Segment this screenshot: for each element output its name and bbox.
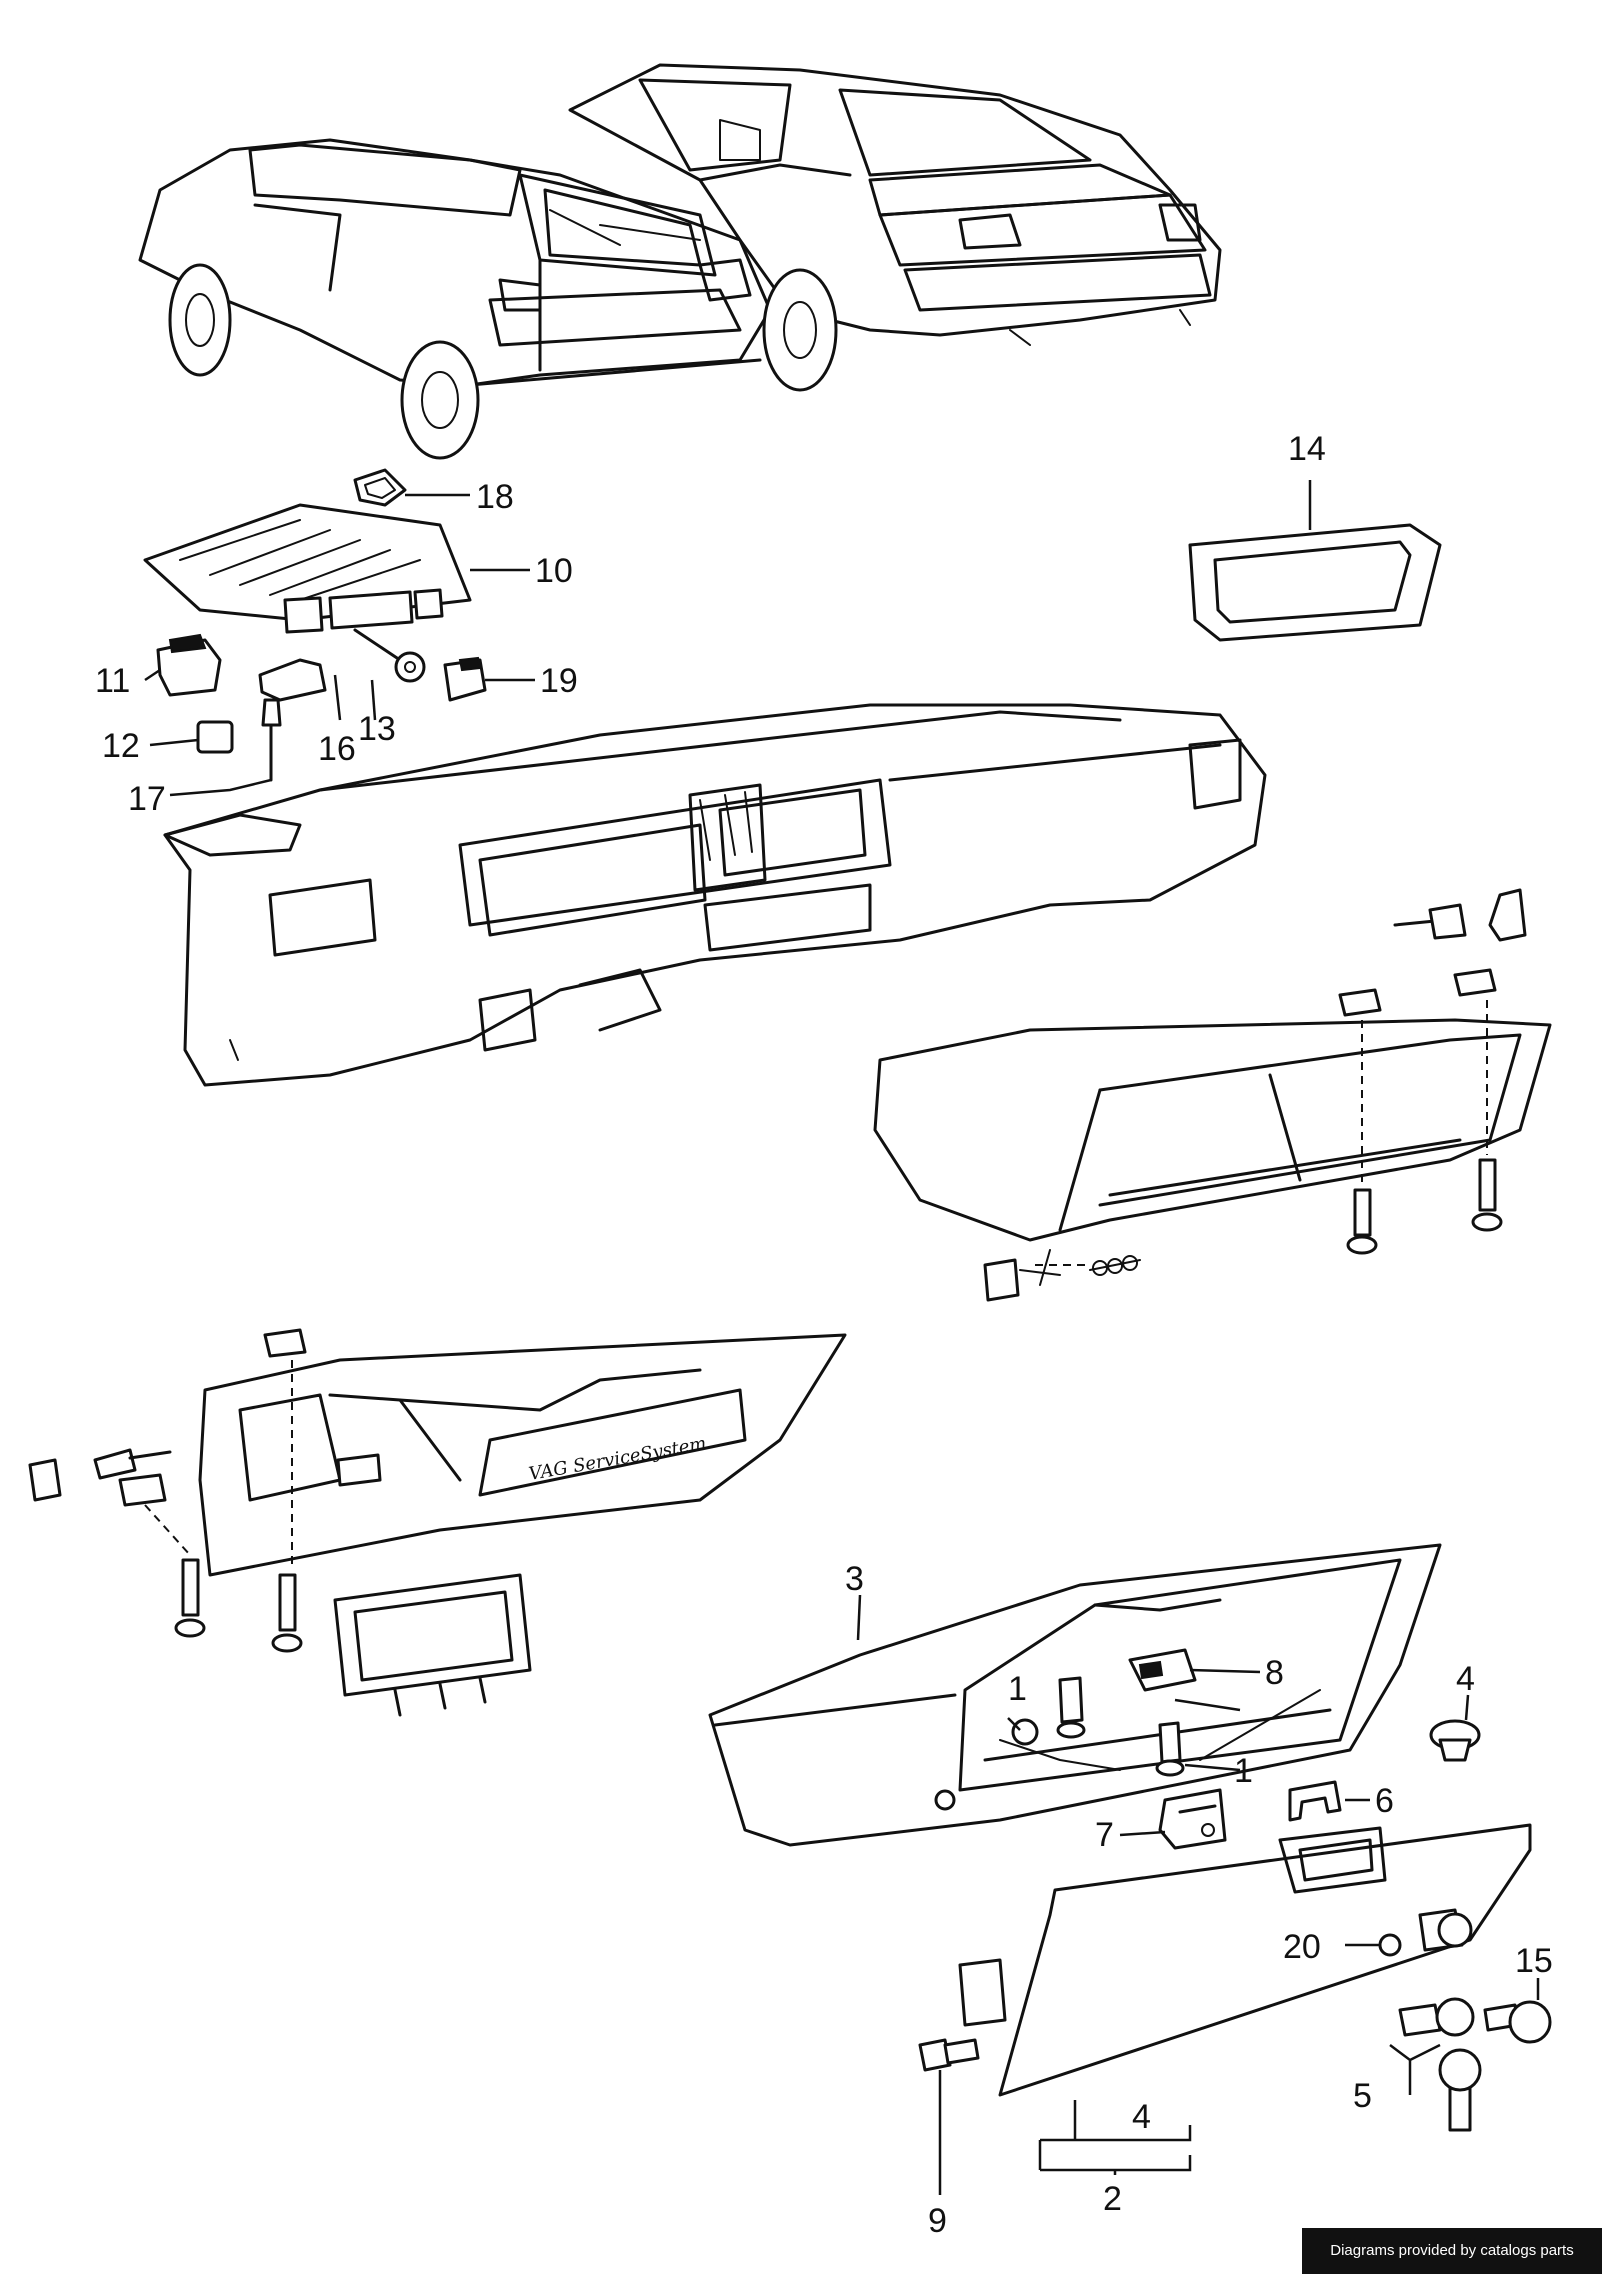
part-8-latch [1128,1648,1197,1692]
left-glovebox-bin [333,1573,532,1717]
callout-1a: 1 [1008,1670,1027,1708]
glovebox-lid [958,1823,1532,2097]
callout-8: 8 [1265,1654,1284,1692]
lock-cylinder-and-keys [1378,1908,1552,2132]
part-14-window-frame [1188,523,1442,642]
callout-2: 2 [1103,2180,1122,2218]
callout-12: 12 [102,727,140,765]
callout-17: 17 [128,780,166,818]
sedan-car-illustration [568,63,1222,392]
callout-14: 14 [1288,430,1326,468]
leader-lines [144,480,1540,2195]
part-13-screw [353,628,426,683]
callout-5: 5 [1353,2077,1372,2115]
callout-6: 6 [1375,1782,1394,1820]
callout-20: 20 [1283,1928,1321,1966]
glovebox-internal-fasteners [934,1676,1321,1811]
right-tray-fasteners [1338,888,1527,1255]
callout-18: 18 [476,478,514,516]
callout-1b: 1 [1234,1752,1253,1790]
dashboard-assembly [163,703,1267,1087]
hatchback-car-illustration [138,138,772,460]
part-19-clip [443,656,487,702]
callout-7: 7 [1095,1816,1114,1854]
callout-16: 16 [318,730,356,768]
left-panel-fasteners [28,1328,307,1653]
part-16-bracket [258,658,327,702]
part-17-bolt [261,698,282,782]
right-parcel-tray [873,1018,1552,1302]
part-18-cover [353,468,407,507]
callout-10: 10 [535,552,573,590]
part-4-plug [1429,1719,1481,1762]
credit-banner: Diagrams provided by catalogs parts [1302,2228,1602,2274]
callout-labels: 14 18 10 11 19 12 13 16 17 3 8 1 4 1 6 7… [95,430,1553,2240]
callout-4b: 4 [1132,2098,1151,2136]
part-7-lock [1158,1788,1227,1850]
callout-15: 15 [1515,1942,1553,1980]
callout-3: 3 [845,1560,864,1598]
callout-9: 9 [928,2202,947,2240]
callout-4a: 4 [1456,1660,1475,1698]
part-10-centre-console [143,503,472,634]
part-9-bolt [918,2038,980,2072]
part-6-clip [1288,1780,1342,1822]
left-lower-panel: VAG ServiceSystem [198,1333,847,1577]
callout-19: 19 [540,662,578,700]
part-12-clip [196,720,234,754]
callout-13: 13 [358,710,396,748]
callout-11: 11 [95,662,130,700]
part-11-switch [156,633,222,697]
